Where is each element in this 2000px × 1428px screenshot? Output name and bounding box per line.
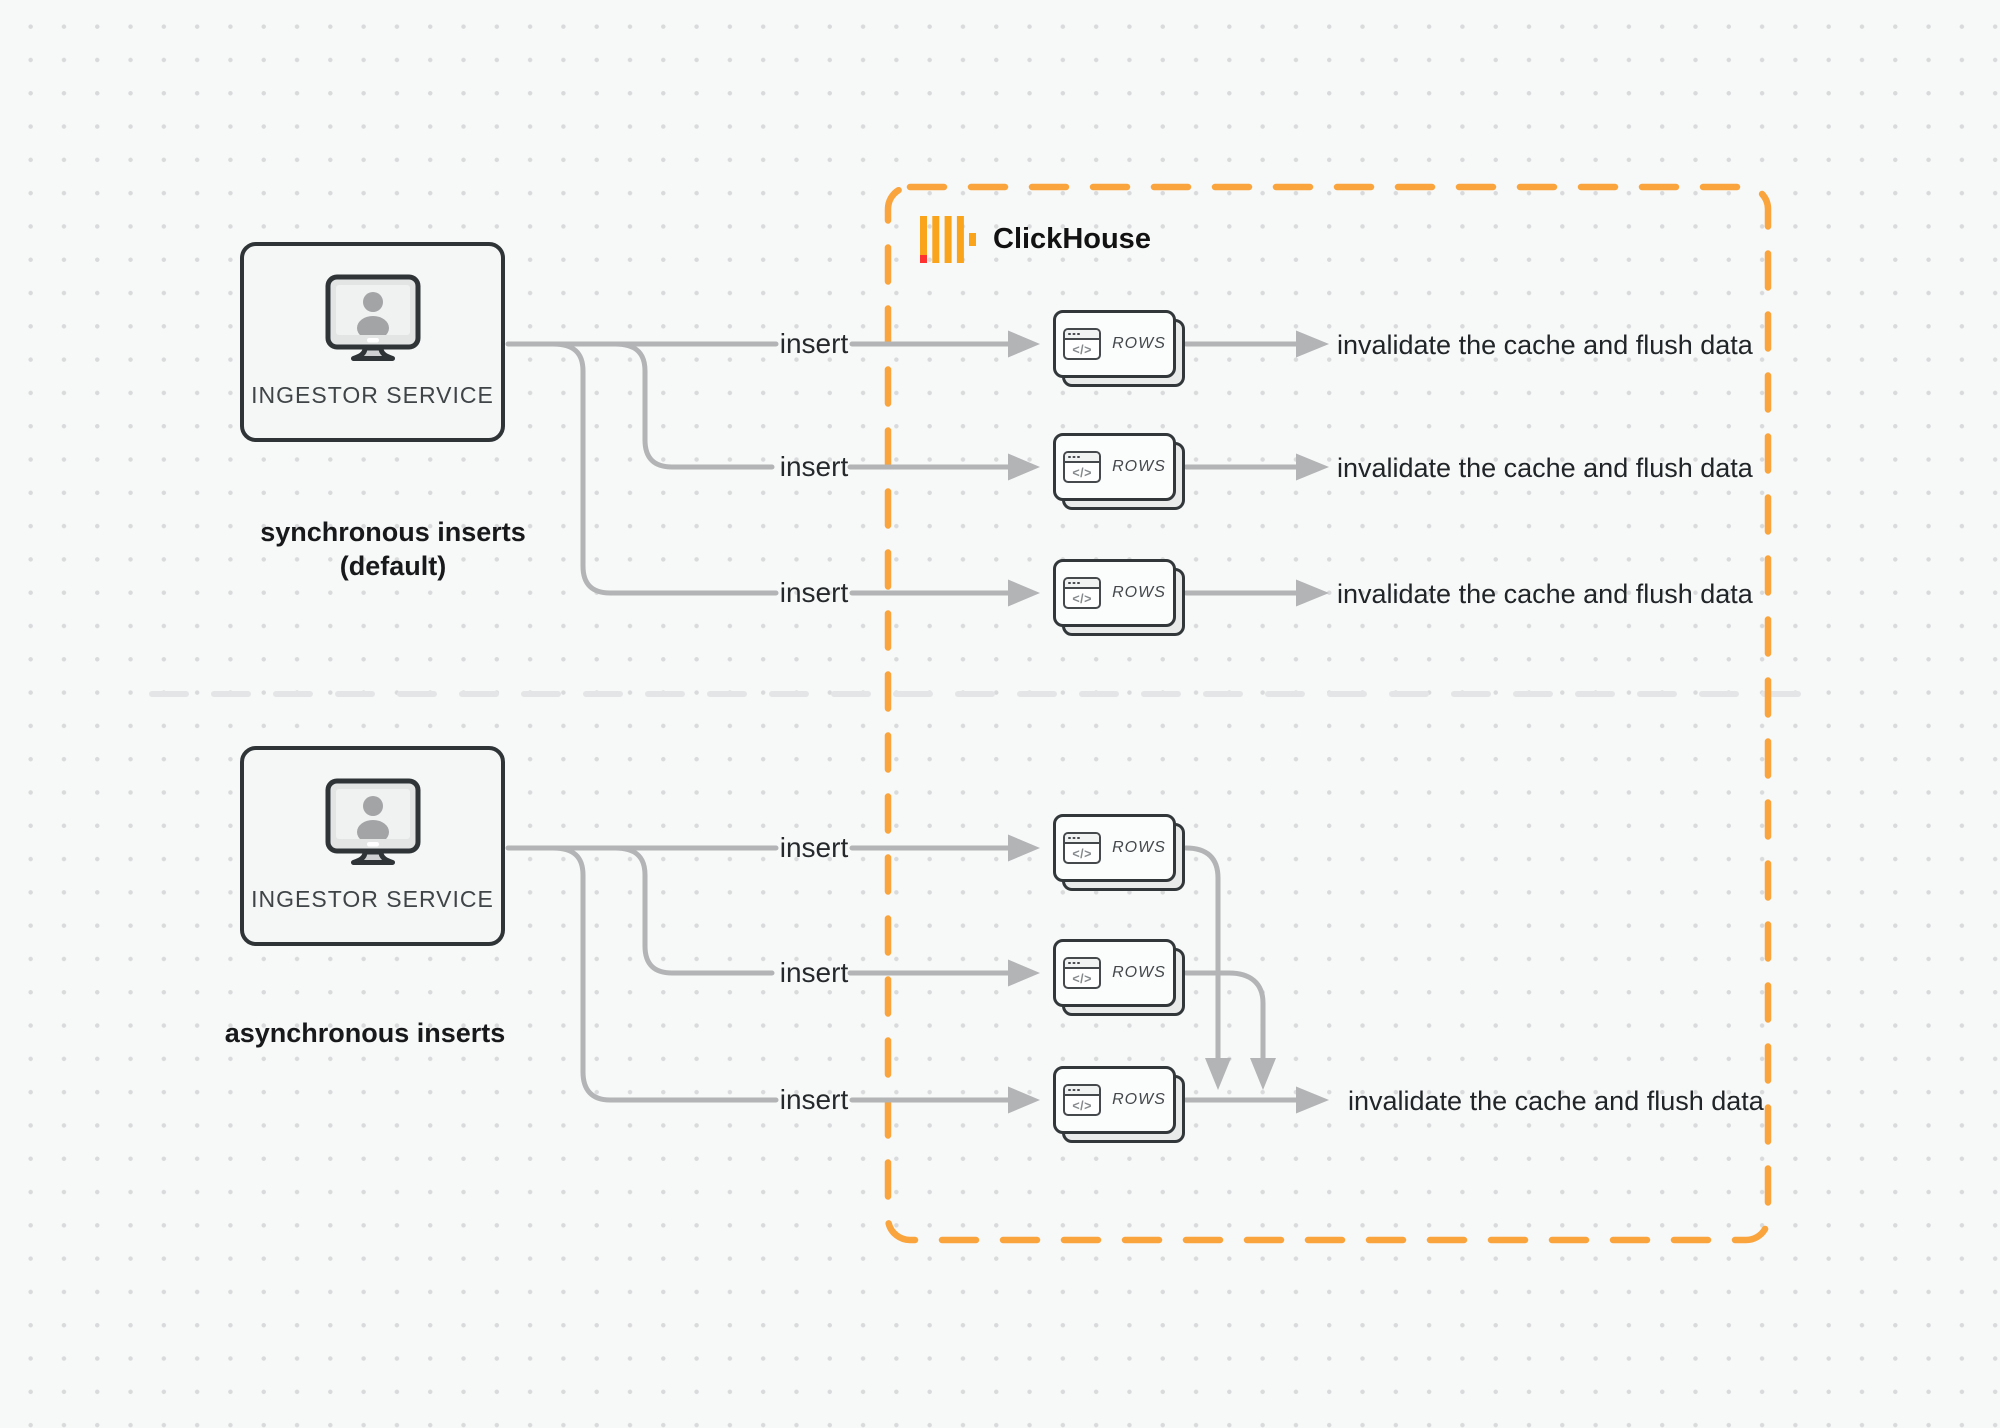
async-branch-row2 — [612, 845, 775, 976]
rows-card-front: </> ROWS — [1053, 433, 1176, 501]
clickhouse-boundary-dashed-box — [884, 183, 1772, 1244]
insert-label: insert — [779, 577, 849, 608]
code-window-icon: </> — [1063, 957, 1102, 989]
clickhouse-logo-icon — [920, 216, 976, 263]
monitor-user-icon — [325, 778, 420, 865]
arrowhead-async-row1 — [1008, 834, 1040, 862]
rows-card-async-2: </> ROWS — [1053, 939, 1185, 1016]
ingestor-service-box-sync: INGESTOR SERVICE — [240, 242, 505, 442]
arrowhead-sync-row2 — [1008, 453, 1040, 481]
async-row2-merge-line — [1183, 970, 1266, 1061]
result-label: invalidate the cache and flush data — [1337, 453, 1753, 483]
code-glyph: </> — [1072, 1098, 1092, 1113]
window-titlebar — [1065, 330, 1100, 340]
rows-card-sync-3: </> ROWS — [1053, 559, 1185, 636]
arrowhead-sync-result1 — [1296, 330, 1329, 358]
rows-label: ROWS — [1112, 839, 1166, 856]
sync-branch-row2 — [612, 341, 775, 470]
arrowhead-async-row3 — [1008, 1086, 1040, 1114]
rows-card-async-3: </> ROWS — [1053, 1066, 1185, 1143]
clickhouse-logo: ClickHouse — [920, 216, 1151, 263]
window-titlebar — [1065, 579, 1100, 589]
rows-label: ROWS — [1112, 458, 1166, 475]
insert-label: insert — [779, 328, 849, 359]
arrowhead-sync-row1 — [1008, 330, 1040, 358]
code-glyph: </> — [1072, 342, 1092, 357]
insert-label: insert — [779, 1084, 849, 1115]
monitor-user-icon — [325, 274, 420, 361]
rows-label: ROWS — [1112, 964, 1166, 981]
window-dots-icon — [1068, 1088, 1071, 1092]
rows-card-front: </> ROWS — [1053, 1066, 1176, 1134]
rows-card-front: </> ROWS — [1053, 310, 1176, 378]
ingestor-service-label: INGESTOR SERVICE — [251, 886, 494, 912]
window-dots-icon — [1068, 836, 1071, 840]
code-window-icon: </> — [1063, 832, 1102, 864]
clickhouse-wordmark: ClickHouse — [993, 223, 1151, 255]
code-window-icon: </> — [1063, 577, 1102, 609]
ingestor-service-box-async: INGESTOR SERVICE — [240, 746, 505, 946]
code-glyph: </> — [1072, 465, 1092, 480]
window-dots-icon — [1068, 455, 1071, 459]
async-branch-row3 — [550, 845, 779, 1103]
rows-label: ROWS — [1112, 1091, 1166, 1108]
arrowhead-async-merge2-down — [1250, 1058, 1276, 1090]
rows-card-async-1: </> ROWS — [1053, 814, 1185, 891]
window-titlebar — [1065, 834, 1100, 844]
sync-caption: synchronous inserts (default) — [260, 517, 526, 581]
result-label: invalidate the cache and flush data — [1337, 579, 1753, 609]
result-label: invalidate the cache and flush data — [1337, 330, 1753, 360]
code-window-icon: </> — [1063, 328, 1102, 360]
insert-label: insert — [779, 832, 849, 863]
gray-connectors — [505, 341, 1300, 1103]
arrowhead-async-row2 — [1008, 959, 1040, 987]
code-glyph: </> — [1072, 971, 1092, 986]
insert-label: insert — [779, 451, 849, 482]
arrowhead-async-merge1-down — [1205, 1058, 1231, 1090]
async-caption: asynchronous inserts — [224, 1018, 506, 1048]
rows-label: ROWS — [1112, 335, 1166, 352]
window-titlebar — [1065, 1086, 1100, 1096]
window-titlebar — [1065, 959, 1100, 969]
window-dots-icon — [1068, 961, 1071, 965]
ingestor-service-label: INGESTOR SERVICE — [251, 382, 494, 408]
async-row1-merge-line — [1183, 845, 1221, 1061]
window-dots-icon — [1068, 332, 1071, 336]
rows-card-front: </> ROWS — [1053, 939, 1176, 1007]
rows-card-sync-2: </> ROWS — [1053, 433, 1185, 510]
code-glyph: </> — [1072, 591, 1092, 606]
arrowhead-sync-result3 — [1296, 579, 1329, 607]
rows-card-front: </> ROWS — [1053, 559, 1176, 627]
arrowhead-sync-result2 — [1296, 453, 1329, 481]
rows-card-front: </> ROWS — [1053, 814, 1176, 882]
rows-label: ROWS — [1112, 584, 1166, 601]
gray-arrowheads — [1008, 330, 1329, 1114]
arrowhead-async-result — [1296, 1086, 1329, 1114]
window-dots-icon — [1068, 581, 1071, 585]
window-titlebar — [1065, 453, 1100, 463]
rows-card-sync-1: </> ROWS — [1053, 310, 1185, 387]
arrowhead-sync-row3 — [1008, 579, 1040, 607]
code-glyph: </> — [1072, 846, 1092, 861]
sync-branch-row3 — [550, 341, 779, 596]
code-window-icon: </> — [1063, 451, 1102, 483]
code-window-icon: </> — [1063, 1084, 1102, 1116]
insert-label: insert — [779, 957, 849, 988]
result-label: invalidate the cache and flush data — [1348, 1086, 1764, 1116]
